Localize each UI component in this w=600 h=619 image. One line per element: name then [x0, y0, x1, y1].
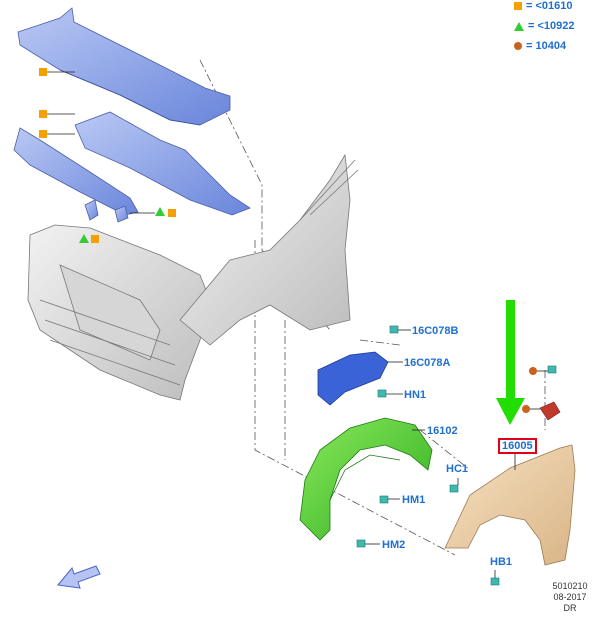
cowl-bracket	[84, 199, 129, 223]
fender-bracket	[539, 401, 561, 421]
fender-liner-16102	[299, 417, 433, 541]
legend-item-triangle: = <10922	[514, 20, 575, 32]
callout-hm2[interactable]: HM2	[382, 539, 406, 551]
callout-hn1[interactable]: HN1	[404, 389, 427, 401]
legend-item-dot: = 10404	[514, 40, 566, 52]
triangle-marker-icon	[514, 21, 524, 31]
callout-connectors	[365, 329, 516, 578]
callout-hb1[interactable]: HB1	[490, 556, 513, 568]
clip-icon	[379, 495, 389, 504]
marker-triangle	[79, 234, 89, 243]
marker-square	[39, 110, 47, 118]
fender-apron	[179, 153, 359, 346]
clip-icon	[377, 389, 387, 398]
callout-16c078b[interactable]: 16C078B	[412, 325, 459, 337]
legend-item-square: = <01610	[514, 0, 573, 12]
square-marker-icon	[514, 2, 522, 11]
callout-16005[interactable]: 16005	[498, 438, 537, 454]
marker-square	[168, 209, 176, 217]
radiator-support	[27, 224, 211, 401]
callout-hc1[interactable]: HC1	[446, 463, 469, 475]
fastener-markers	[39, 68, 548, 413]
clip-icon	[547, 365, 557, 374]
clip-icon	[449, 484, 459, 493]
cowl-lower-panel	[74, 111, 251, 216]
callout-hm1[interactable]: HM1	[402, 494, 426, 506]
stamp-code: DR	[563, 603, 577, 613]
cowl-top-panel	[17, 7, 231, 126]
marker-dot	[529, 367, 537, 375]
clip-icons	[356, 325, 557, 586]
clip-icon	[490, 577, 500, 586]
stamp-date: 08-2017	[553, 592, 587, 602]
marker-square	[91, 235, 99, 243]
callout-16102[interactable]: 16102	[427, 425, 458, 437]
marker-square	[39, 130, 47, 138]
highlight-arrow	[496, 300, 525, 425]
marker-dot	[522, 405, 530, 413]
callout-16c078a[interactable]: 16C078A	[404, 357, 451, 369]
cowl-side-bar	[13, 127, 139, 216]
bracket-16c078a	[317, 351, 389, 406]
stamp-number: 5010210	[552, 581, 588, 591]
drawing-stamp: 5010210 08-2017 DR	[548, 581, 592, 614]
clip-icon	[389, 325, 399, 334]
clip-icon	[356, 539, 366, 548]
marker-square	[39, 68, 47, 76]
marker-triangle	[155, 207, 165, 216]
orientation-arrow	[57, 565, 101, 589]
dot-marker-icon	[514, 42, 522, 51]
fender-16005	[444, 444, 576, 566]
